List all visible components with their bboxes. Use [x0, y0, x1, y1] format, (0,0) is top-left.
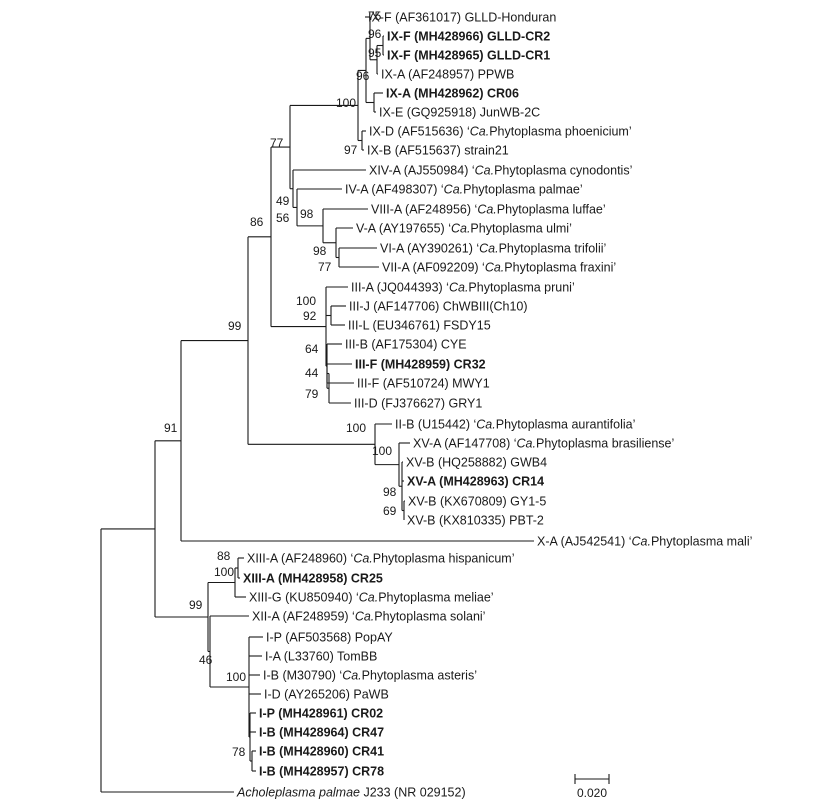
taxon-label: IX-F (AF361017) GLLD-Honduran — [368, 11, 556, 25]
taxon-label: XV-B (HQ258882) GWB4 — [406, 456, 547, 470]
taxon-label: I-P (MH428961) CR02 — [259, 707, 383, 721]
bootstrap-value: 75 — [368, 9, 382, 23]
taxon-label: I-B (M30790) ‘Ca.Phytoplasma asteris’ — [263, 669, 477, 683]
scale-bar-label: 0.020 — [577, 786, 607, 800]
taxon-label: I-B (MH428964) CR47 — [259, 726, 384, 740]
taxon-label: XIV-A (AJ550984) ‘Ca.Phytoplasma cynodon… — [369, 164, 632, 178]
taxon-label: XIII-G (KU850940) ‘Ca.Phytoplasma meliae… — [249, 591, 494, 605]
taxon-label: I-D (AY265206) PaWB — [264, 688, 389, 702]
bootstrap-value: 98 — [313, 244, 327, 258]
taxon-label: I-A (L33760) TomBB — [265, 650, 377, 664]
bootstrap-value: 99 — [228, 319, 242, 333]
taxon-label: III-L (EU346761) FSDY15 — [348, 319, 491, 333]
taxon-label: III-F (MH428959) CR32 — [355, 358, 486, 372]
bootstrap-value: 69 — [383, 504, 397, 518]
bootstrap-value: 78 — [232, 745, 246, 759]
bootstrap-value: 100 — [226, 670, 246, 684]
bootstrap-value: 56 — [276, 211, 290, 225]
bootstrap-value: 86 — [250, 215, 264, 229]
taxon-label: I-B (MH428960) CR41 — [259, 745, 384, 759]
taxon-label: III-D (FJ376627) GRY1 — [354, 397, 482, 411]
bootstrap-value: 99 — [189, 598, 203, 612]
bootstrap-value: 44 — [305, 366, 319, 380]
taxon-label: III-A (JQ044393) ‘Ca.Phytoplasma pruni’ — [351, 281, 575, 295]
bootstrap-value: 88 — [217, 549, 231, 563]
bootstrap-value: 100 — [214, 565, 234, 579]
taxon-label: VI-A (AY390261) ‘Ca.Phytoplasma trifolii… — [380, 242, 606, 256]
bootstrap-value: 100 — [372, 444, 392, 458]
bootstrap-value: 96 — [368, 27, 382, 41]
bootstrap-value: 46 — [199, 653, 213, 667]
taxon-label: X-A (AJ542541) ‘Ca.Phytoplasma mali’ — [537, 535, 752, 549]
taxon-label: IX-E (GQ925918) JunWB-2C — [379, 106, 540, 120]
taxon-label: VIII-A (AF248956) ‘Ca.Phytoplasma luffae… — [371, 203, 606, 217]
taxon-label: I-B (MH428957) CR78 — [259, 765, 384, 779]
bootstrap-value: 97 — [344, 143, 358, 157]
bootstrap-value: 64 — [305, 342, 319, 356]
taxon-label: IX-A (MH428962) CR06 — [386, 87, 519, 101]
bootstrap-value: 100 — [296, 294, 316, 308]
bootstrap-value: 49 — [276, 194, 290, 208]
taxon-label: VII-A (AF092209) ‘Ca.Phytoplasma fraxini… — [382, 261, 616, 275]
taxon-label: XIII-A (AF248960) ‘Ca.Phytoplasma hispan… — [247, 552, 515, 566]
bootstrap-value: 96 — [356, 69, 370, 83]
taxon-label: IX-F (MH428966) GLLD-CR2 — [387, 30, 550, 44]
taxon-label: XV-B (KX670809) GY1-5 — [408, 495, 546, 509]
taxon-label: II-B (U15442) ‘Ca.Phytoplasma aurantifol… — [395, 418, 635, 432]
bootstrap-value: 77 — [270, 136, 284, 150]
taxon-label: IX-D (AF515636) ‘Ca.Phytoplasma phoenici… — [369, 125, 632, 139]
taxon-label: III-J (AF147706) ChWBIII(Ch10) — [349, 300, 528, 314]
taxon-label: I-P (AF503568) PopAY — [266, 631, 393, 645]
bootstrap-value: 95 — [368, 46, 382, 60]
bootstrap-value: 92 — [303, 309, 317, 323]
taxon-label: IX-A (AF248957) PPWB — [381, 68, 514, 82]
bootstrap-value: 79 — [305, 387, 319, 401]
taxon-label: XV-A (MH428963) CR14 — [407, 475, 544, 489]
taxon-label: V-A (AY197655) ‘Ca.Phytoplasma ulmi’ — [356, 222, 572, 236]
bootstrap-value: 100 — [336, 96, 356, 110]
taxon-label: III-B (AF175304) CYE — [345, 338, 467, 352]
taxon-label: XV-A (AF147708) ‘Ca.Phytoplasma brasilie… — [413, 437, 674, 451]
taxon-label: III-F (AF510724) MWY1 — [357, 377, 490, 391]
taxon-label: Acholeplasma palmae J233 (NR 029152) — [236, 786, 466, 800]
taxon-label: IX-F (MH428965) GLLD-CR1 — [387, 49, 550, 63]
bootstrap-value: 91 — [164, 421, 178, 435]
tree-branches — [100, 16, 534, 793]
bootstrap-value: 100 — [346, 421, 366, 435]
taxon-label: XIII-A (MH428958) CR25 — [243, 572, 383, 586]
bootstrap-value: 77 — [318, 260, 332, 274]
taxon-label: IV-A (AF498307) ‘Ca.Phytoplasma palmae’ — [345, 183, 583, 197]
taxon-label: IX-B (AF515637) strain21 — [367, 144, 509, 158]
bootstrap-value: 98 — [300, 207, 314, 221]
scale-bar: 0.020 — [574, 774, 610, 800]
taxon-label: XV-B (KX810335) PBT-2 — [407, 514, 544, 528]
taxon-label: XII-A (AF248959) ‘Ca.Phytoplasma solani’ — [252, 610, 485, 624]
bootstrap-value: 98 — [383, 485, 397, 499]
